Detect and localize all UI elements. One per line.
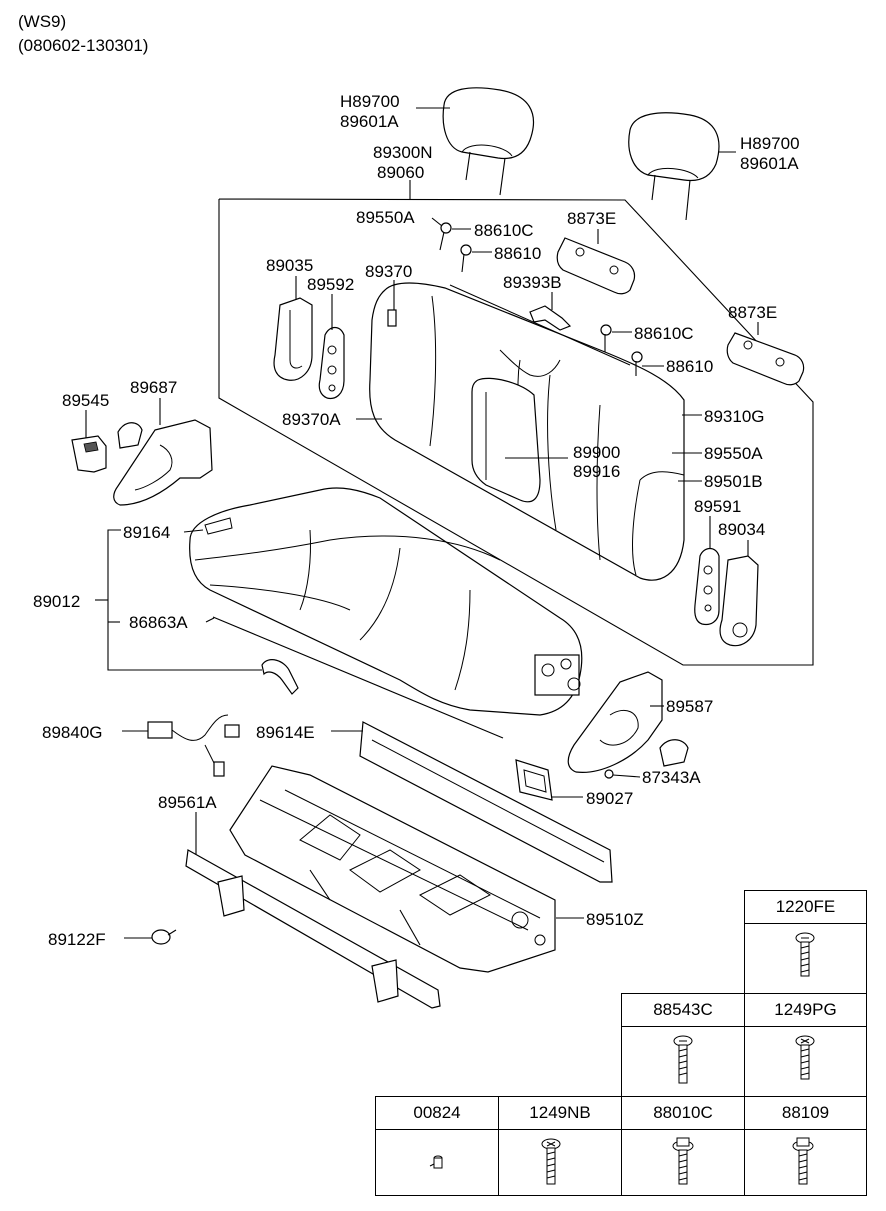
headrest-right: [628, 112, 720, 221]
leader-lines: [85, 107, 759, 939]
callout-88610-b: 88610: [666, 357, 713, 376]
callout-89370: 89370: [365, 262, 412, 281]
hw-code-88109: 88109: [745, 1097, 866, 1130]
callout-88610C-b: 88610C: [634, 324, 694, 343]
screw-88610-b: [631, 351, 643, 376]
hw-cell-00824: 00824: [375, 1096, 499, 1196]
screw-87343A: [604, 769, 614, 779]
callout-89561A: 89561A: [158, 793, 217, 812]
bolt-icon: [745, 1027, 866, 1096]
flange-bolt-icon: [622, 1130, 744, 1195]
callout-back-assy-1: 89300N: [373, 143, 433, 162]
hw-cell-88010C: 88010C: [621, 1096, 745, 1196]
seat-frame-89510Z: [229, 765, 556, 973]
callout-89012: 89012: [33, 592, 80, 611]
callout-back-assy-2: 89060: [377, 163, 424, 182]
hw-cell-1249NB: 1249NB: [498, 1096, 622, 1196]
callout-89550A-top: 89550A: [356, 208, 415, 227]
callout-headrest-left-2: 89601A: [340, 112, 399, 131]
pin-icon: [376, 1130, 498, 1195]
hw-code-88010C: 88010C: [622, 1097, 744, 1130]
hw-cell-1220FE: 1220FE: [744, 890, 867, 994]
callout-89687: 89687: [130, 378, 177, 397]
callout-89310G: 89310G: [704, 407, 765, 426]
date-range: (080602-130301): [18, 36, 149, 55]
hw-code-88543C: 88543C: [622, 994, 744, 1027]
callout-89614E: 89614E: [256, 723, 315, 742]
back-assembly-outline: [218, 198, 814, 666]
belt-buckle-harness: [147, 714, 240, 777]
callout-86863A: 86863A: [129, 613, 188, 632]
callout-89035: 89035: [266, 256, 313, 275]
cap-89587: [659, 739, 689, 767]
screw-icon: [499, 1130, 621, 1195]
screw-icon: [622, 1027, 744, 1096]
hw-code-00824: 00824: [376, 1097, 498, 1130]
hw-cell-88109: 88109: [744, 1096, 867, 1196]
screw-88610C-a: [439, 222, 452, 251]
callout-89591: 89591: [694, 497, 741, 516]
callout-89550A-side: 89550A: [704, 444, 763, 463]
callout-89164: 89164: [123, 523, 170, 542]
callout-89027: 89027: [586, 789, 633, 808]
bracket-89034: [719, 555, 759, 647]
bracket-89035: [273, 297, 313, 381]
callout-headrest-right-1: H89700: [740, 134, 800, 153]
callout-89510Z: 89510Z: [586, 910, 644, 929]
callout-89034: 89034: [718, 520, 765, 539]
callout-88610C-a: 88610C: [474, 221, 534, 240]
callout-89545: 89545: [62, 391, 109, 410]
clip-89370: [387, 309, 397, 327]
hinge-cover-89592: [318, 326, 345, 400]
hw-code-1249NB: 1249NB: [499, 1097, 621, 1130]
hw-cell-1249PG: 1249PG: [744, 993, 867, 1097]
cap-89687: [117, 422, 143, 449]
hw-code-1249PG: 1249PG: [745, 994, 866, 1027]
callout-89393B: 89393B: [503, 273, 562, 292]
model-code: (WS9): [18, 12, 67, 31]
knob-89122F: [151, 929, 177, 945]
side-shield-89587: [567, 671, 663, 773]
callout-89840G: 89840G: [42, 723, 103, 742]
latch-89027: [515, 759, 553, 801]
callout-headrest-left-1: H89700: [340, 92, 400, 111]
callout-8873E-a: 8873E: [567, 209, 616, 228]
rear-bar-89614E: [359, 721, 613, 883]
flange-bolt-icon: [745, 1130, 866, 1195]
callout-8873E-b: 8873E: [728, 303, 777, 322]
bezel-8873E-b: [726, 332, 805, 386]
callout-87343A: 87343A: [642, 768, 701, 787]
rail-89561A: [185, 849, 441, 1009]
release-lever-89393B: [529, 305, 572, 331]
hw-code-1220FE: 1220FE: [745, 891, 866, 924]
hinge-cover-89591: [694, 547, 720, 626]
callout-89592: 89592: [307, 275, 354, 294]
screw-88610-a: [460, 244, 472, 273]
center-armrest: [471, 377, 541, 503]
seat-cushion: [189, 487, 583, 716]
callout-89122F: 89122F: [48, 930, 106, 949]
callout-89370A: 89370A: [282, 410, 341, 429]
bolt-icon: [745, 924, 866, 993]
headrest-left: [442, 87, 535, 196]
callout-88610-a: 88610: [494, 244, 541, 263]
callout-armrest-1: 89900: [573, 443, 620, 462]
cover-89545: [71, 435, 107, 473]
hw-cell-88543C: 88543C: [621, 993, 745, 1097]
pad-86863A: [212, 616, 504, 739]
screw-88610C-b: [600, 324, 612, 352]
callout-headrest-right-2: 89601A: [740, 154, 799, 173]
callout-89587: 89587: [666, 697, 713, 716]
bezel-8873E-a: [556, 237, 636, 295]
callout-89501B: 89501B: [704, 472, 763, 491]
side-cover-89687: [113, 419, 213, 506]
callout-armrest-2: 89916: [573, 462, 620, 481]
strap-hook: [261, 659, 299, 695]
